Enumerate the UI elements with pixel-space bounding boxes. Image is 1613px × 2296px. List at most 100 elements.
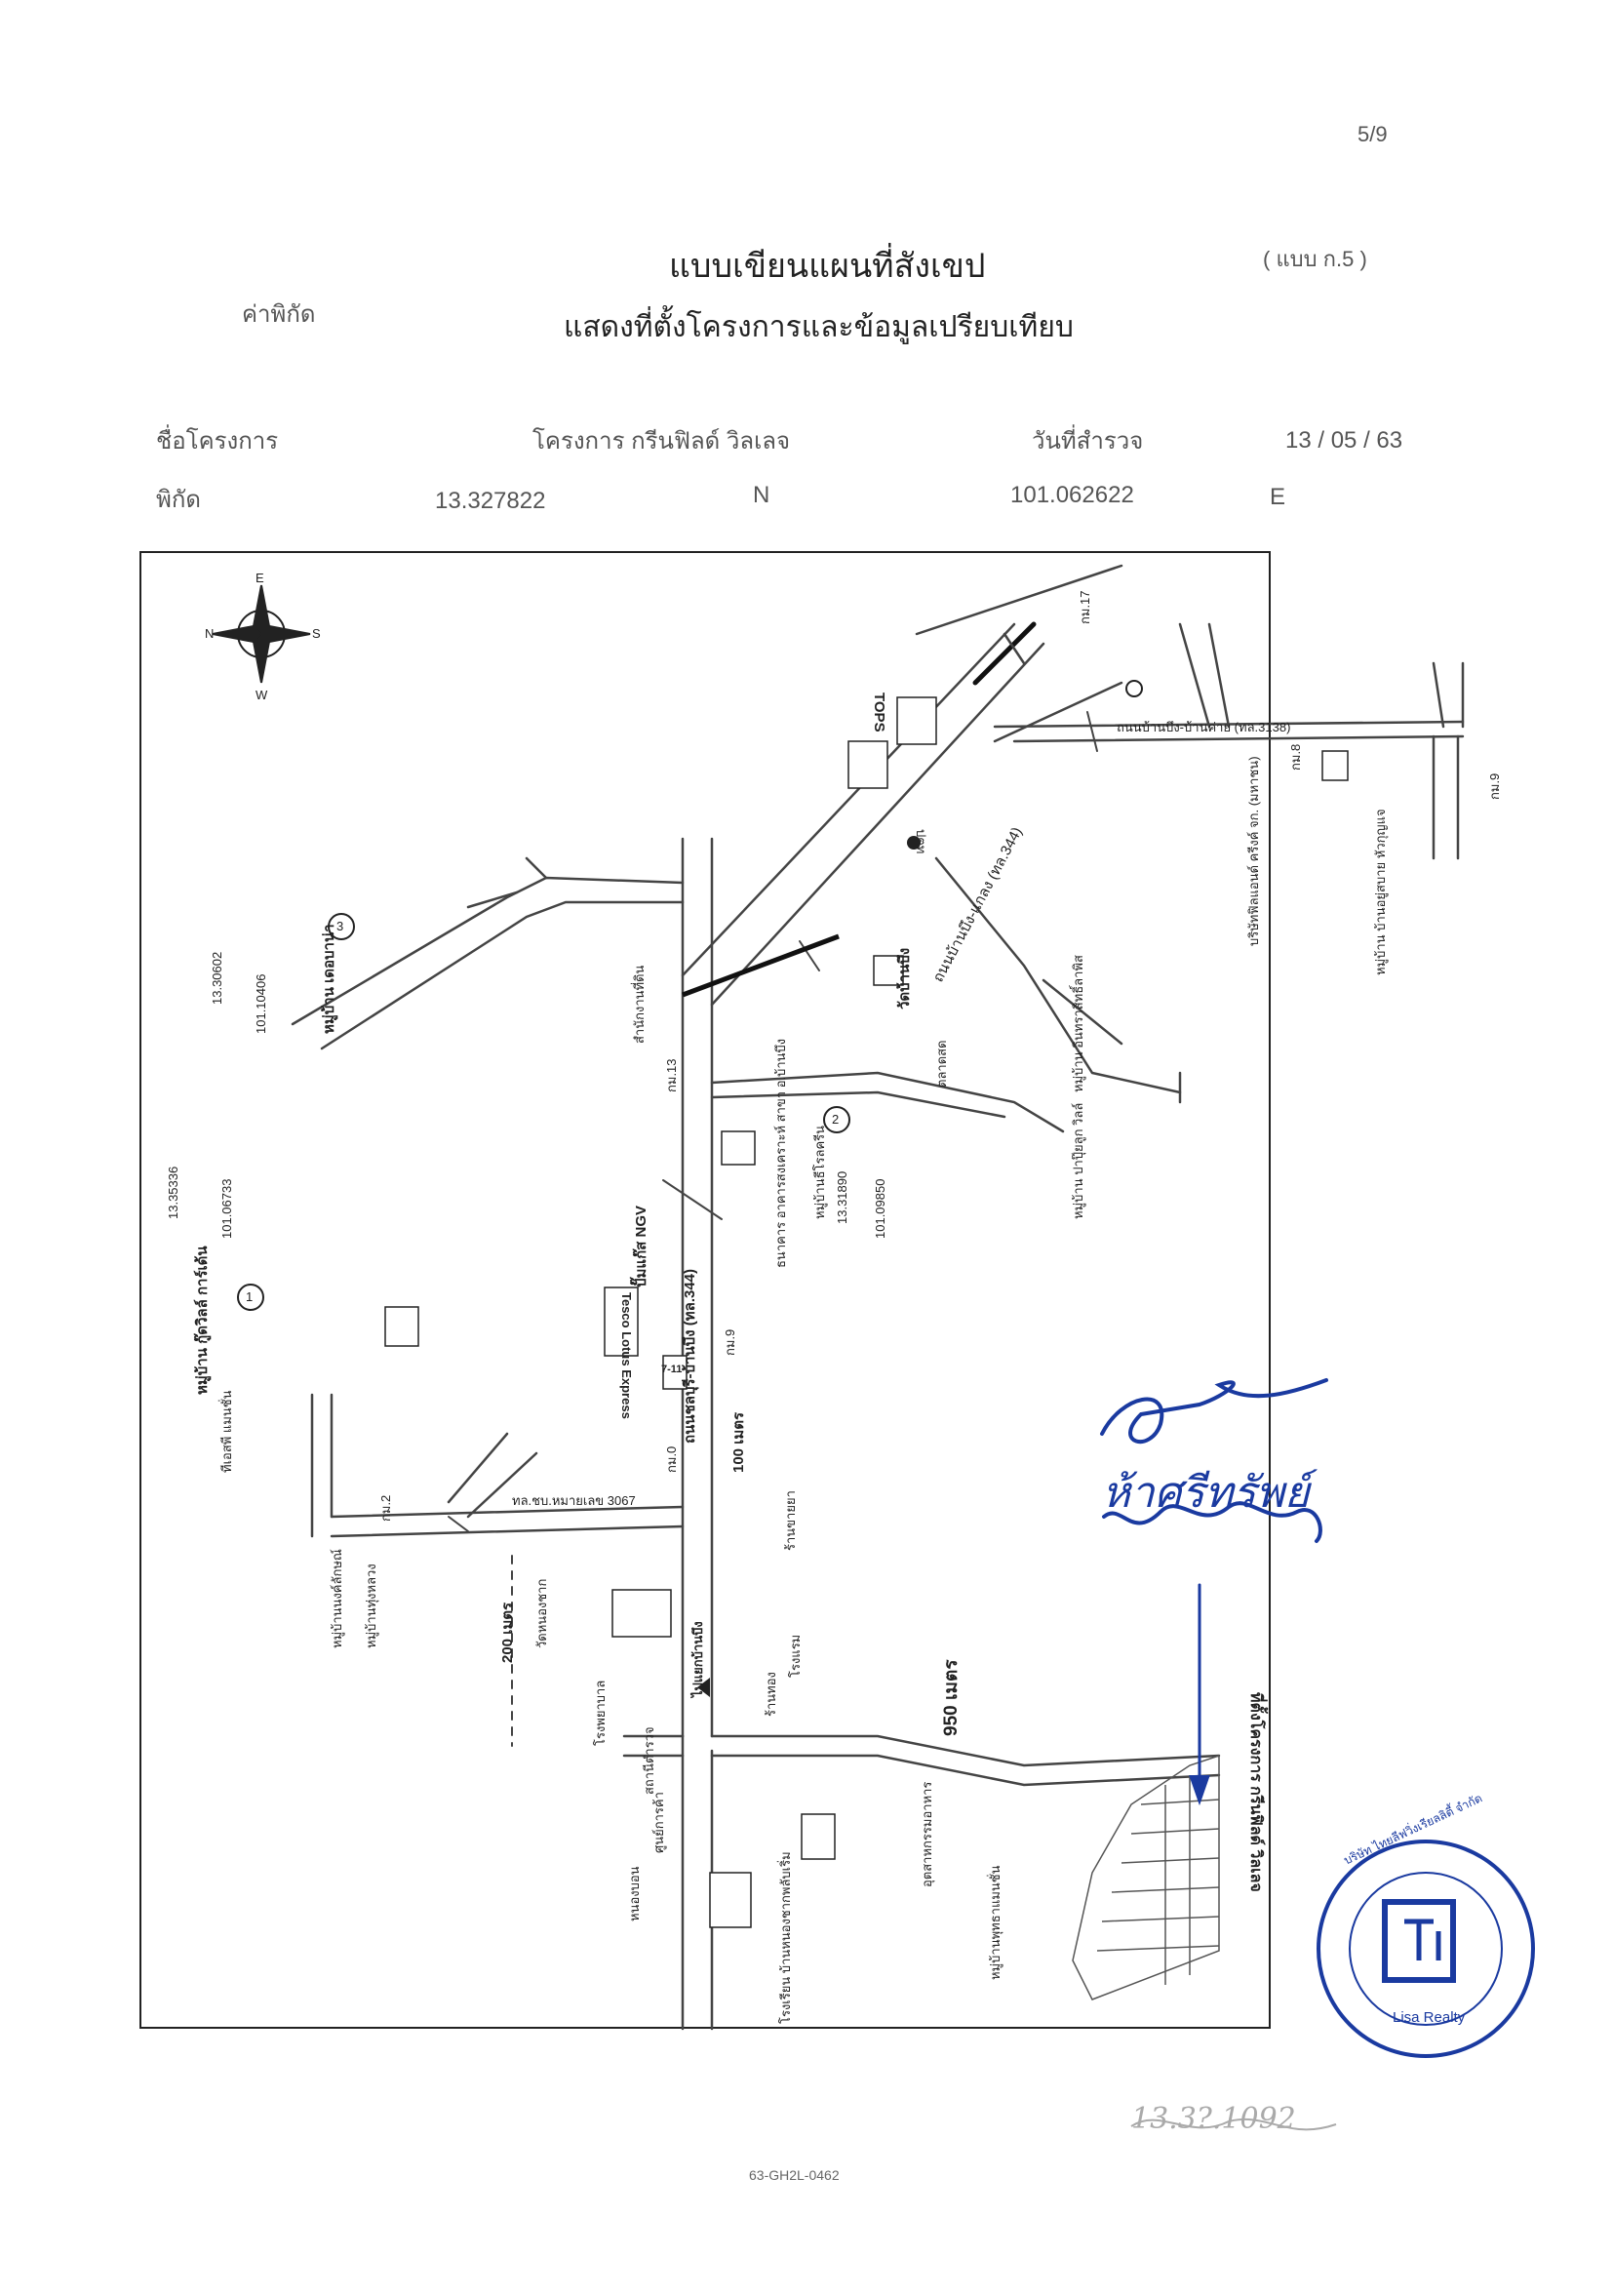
hospital-building-marker <box>611 1589 672 1638</box>
road-to-project-south <box>710 1754 1221 1787</box>
company-label: บริษัทฟิลแอนด์ ครีงค์ จก. (มหาชน) <box>1246 756 1261 946</box>
page-number: 5/9 <box>1357 122 1388 146</box>
comp1-circle <box>237 1284 264 1311</box>
school-building-marker <box>709 1872 752 1928</box>
km2-label: กม.2 <box>378 1494 393 1522</box>
tesco-marker <box>604 1287 639 1357</box>
compass-e: E <box>256 571 264 585</box>
comp1-lon: 101.06733 <box>219 1178 234 1239</box>
compass-rose <box>212 584 311 684</box>
handwritten-note: 13.3?.1092 <box>1131 2102 1296 2136</box>
tops-marker <box>896 696 937 745</box>
ngv-label: ปั๊มแก๊ส NGV <box>633 1206 649 1287</box>
km9-label: กม.9 <box>723 1328 737 1356</box>
km17-label: กม.17 <box>1078 590 1092 624</box>
latitude-dir: N <box>753 482 770 508</box>
village-nong-label: หมู่บ้านนงค์ลักษณ์ <box>330 1549 344 1648</box>
hospital-label: โรงพยาบาล <box>593 1680 608 1746</box>
distance-100m: 100 เมตร <box>730 1411 747 1473</box>
tiefs-label: ทีเอสพี แมนชั่น <box>219 1390 234 1473</box>
bank-marker <box>721 1130 756 1166</box>
comp1-lat: 13.35336 <box>166 1166 180 1219</box>
road-3067-north <box>330 1505 685 1519</box>
coords-label: พิกัด <box>156 487 201 513</box>
office-label: สำนักงานที่ดิน <box>632 965 647 1044</box>
page-title: แบบเขียนแผนที่สังเขป <box>669 248 986 285</box>
project-site-label: ที่ตั้งโครงการ กรีนฟิลด์ วิลเลจ <box>1247 1692 1264 1892</box>
tops-label: TOPS <box>871 693 887 732</box>
road-344-diagonal-east <box>710 642 1045 1007</box>
mall-label: ศูนย์การค้า <box>651 1792 666 1853</box>
tesco-label: Tesco Lotus Express <box>619 1292 634 1419</box>
ban-bueng-label: ไปแยกบ้านบึง <box>690 1621 705 1697</box>
mall-marker <box>801 1813 836 1860</box>
km8-label: กม.8 <box>1288 743 1303 771</box>
road-344-label: ถนนชลบุรี-บ้านบึง (ทล.344) <box>682 1268 698 1444</box>
road-3067-label: ทล.ชบ.หมายเลข 3067 <box>512 1493 636 1508</box>
wat-label: วัดบ้านบึง <box>896 947 913 1009</box>
village-tung-label: หมู่บ้านทุ่งหลวง <box>364 1564 378 1648</box>
km13-label: กม.13 <box>664 1058 679 1092</box>
comp3-number: 3 <box>336 919 344 933</box>
seven-eleven-marker <box>662 1355 688 1390</box>
sales-label: อุตสาหกรรมอาหาร <box>920 1781 934 1887</box>
longitude-dir: E <box>1270 484 1286 510</box>
ptt-label: ปตท <box>914 829 928 854</box>
pharmacy-label: ร้านขายยา <box>783 1490 798 1551</box>
km9b-label: กม.9 <box>1487 772 1502 800</box>
comp3-circle <box>328 913 355 940</box>
coord-heading: ค่าพิกัด <box>242 301 316 328</box>
road-344-diagonal-west <box>681 622 1016 977</box>
company-stamp <box>1317 1840 1535 2058</box>
village-land-label: หมู่บ้านพุทธาแมนชั่น <box>988 1865 1003 1981</box>
nongbon-label: หนองบอน <box>627 1866 642 1921</box>
village-huai-label: หมู่บ้าน บ้านอยู่สบาย หัวกุญแจ <box>1373 809 1388 975</box>
pencil-scribble <box>1130 2118 1337 2131</box>
road-3138-south <box>1012 734 1465 743</box>
footer-code: 63-GH2L-0462 <box>749 2167 840 2183</box>
seven-eleven-label: 7-11 <box>661 1364 683 1375</box>
comp2-title: หมู่บ้านธีโรลครีน <box>812 1125 827 1219</box>
highway-marker <box>1125 680 1143 697</box>
village-sak-label: หมู่บ้าน ปาปุ๊ยลูก วิลล์ <box>1071 1102 1085 1219</box>
latitude-value: 13.327822 <box>435 488 546 514</box>
ptt-station-marker <box>907 836 921 850</box>
survey-date: 13 / 05 / 63 <box>1285 427 1403 454</box>
police-label: สถานีตำรวจ <box>642 1726 656 1795</box>
map-frame <box>139 551 1271 2029</box>
tiefs-mansion-marker <box>384 1306 419 1347</box>
temple-marker <box>873 955 904 986</box>
hotel-label: โรงแรม <box>788 1634 803 1678</box>
survey-date-label: วันที่สำรวจ <box>1032 428 1144 455</box>
comp2-lon: 101.09850 <box>873 1178 887 1239</box>
stamp-sub: Lisa Realty <box>1393 2009 1466 2026</box>
road-3067-south <box>330 1524 685 1538</box>
compass-s: S <box>312 626 321 641</box>
comp3-title: หมู่บ้าน เดอบาน่า <box>321 924 337 1034</box>
road-3138-label: ถนนบ้านบึง-บ้านค่าย (ทล.3138) <box>1117 720 1291 734</box>
comp2-lat: 13.31890 <box>835 1170 849 1224</box>
project-site-parcels <box>1072 1754 1220 2000</box>
school-label: โรงเรียน บ้านหนองชากพลับเริ่ม <box>778 1851 793 2024</box>
signature-text: ห้าศรีทรัพย์ <box>1102 1468 1310 1518</box>
project-label: ชื่อโครงการ <box>156 428 279 455</box>
comp1-number: 1 <box>246 1289 254 1304</box>
project-name: โครงการ กรีนฟิลด์ วิลเลจ <box>532 428 791 455</box>
signature-mark <box>1100 1378 1328 1806</box>
comp3-lon: 101.10406 <box>254 973 268 1034</box>
comp2-circle <box>823 1106 850 1133</box>
gold-label: ร้านทอง <box>764 1672 778 1717</box>
page-subtitle: แสดงที่ตั้งโครงการและข้อมูลเปรียบเทียบ <box>564 311 1074 343</box>
factory-marker <box>1321 750 1349 781</box>
comp1-title: หมู่บ้าน กู๊ดวิลล์ การ์เด้น <box>194 1246 211 1395</box>
longitude-value: 101.062622 <box>1010 482 1134 508</box>
form-code: ( แบบ ก.5 ) <box>1263 247 1367 271</box>
compass-w: W <box>256 688 268 702</box>
bank-label: ธนาคาร อาคารสงเคราะห์ สาขา อ.บ้านบึง <box>773 1038 788 1268</box>
road-to-project-north <box>710 1734 1221 1767</box>
market-label: ตลาดสด <box>934 1040 949 1088</box>
km0-label: กม.0 <box>664 1445 679 1473</box>
comp2-number: 2 <box>832 1112 840 1127</box>
village-lap-label: หมู่บ้าน อินทราสิทธิ์ลาพิส <box>1071 955 1085 1092</box>
